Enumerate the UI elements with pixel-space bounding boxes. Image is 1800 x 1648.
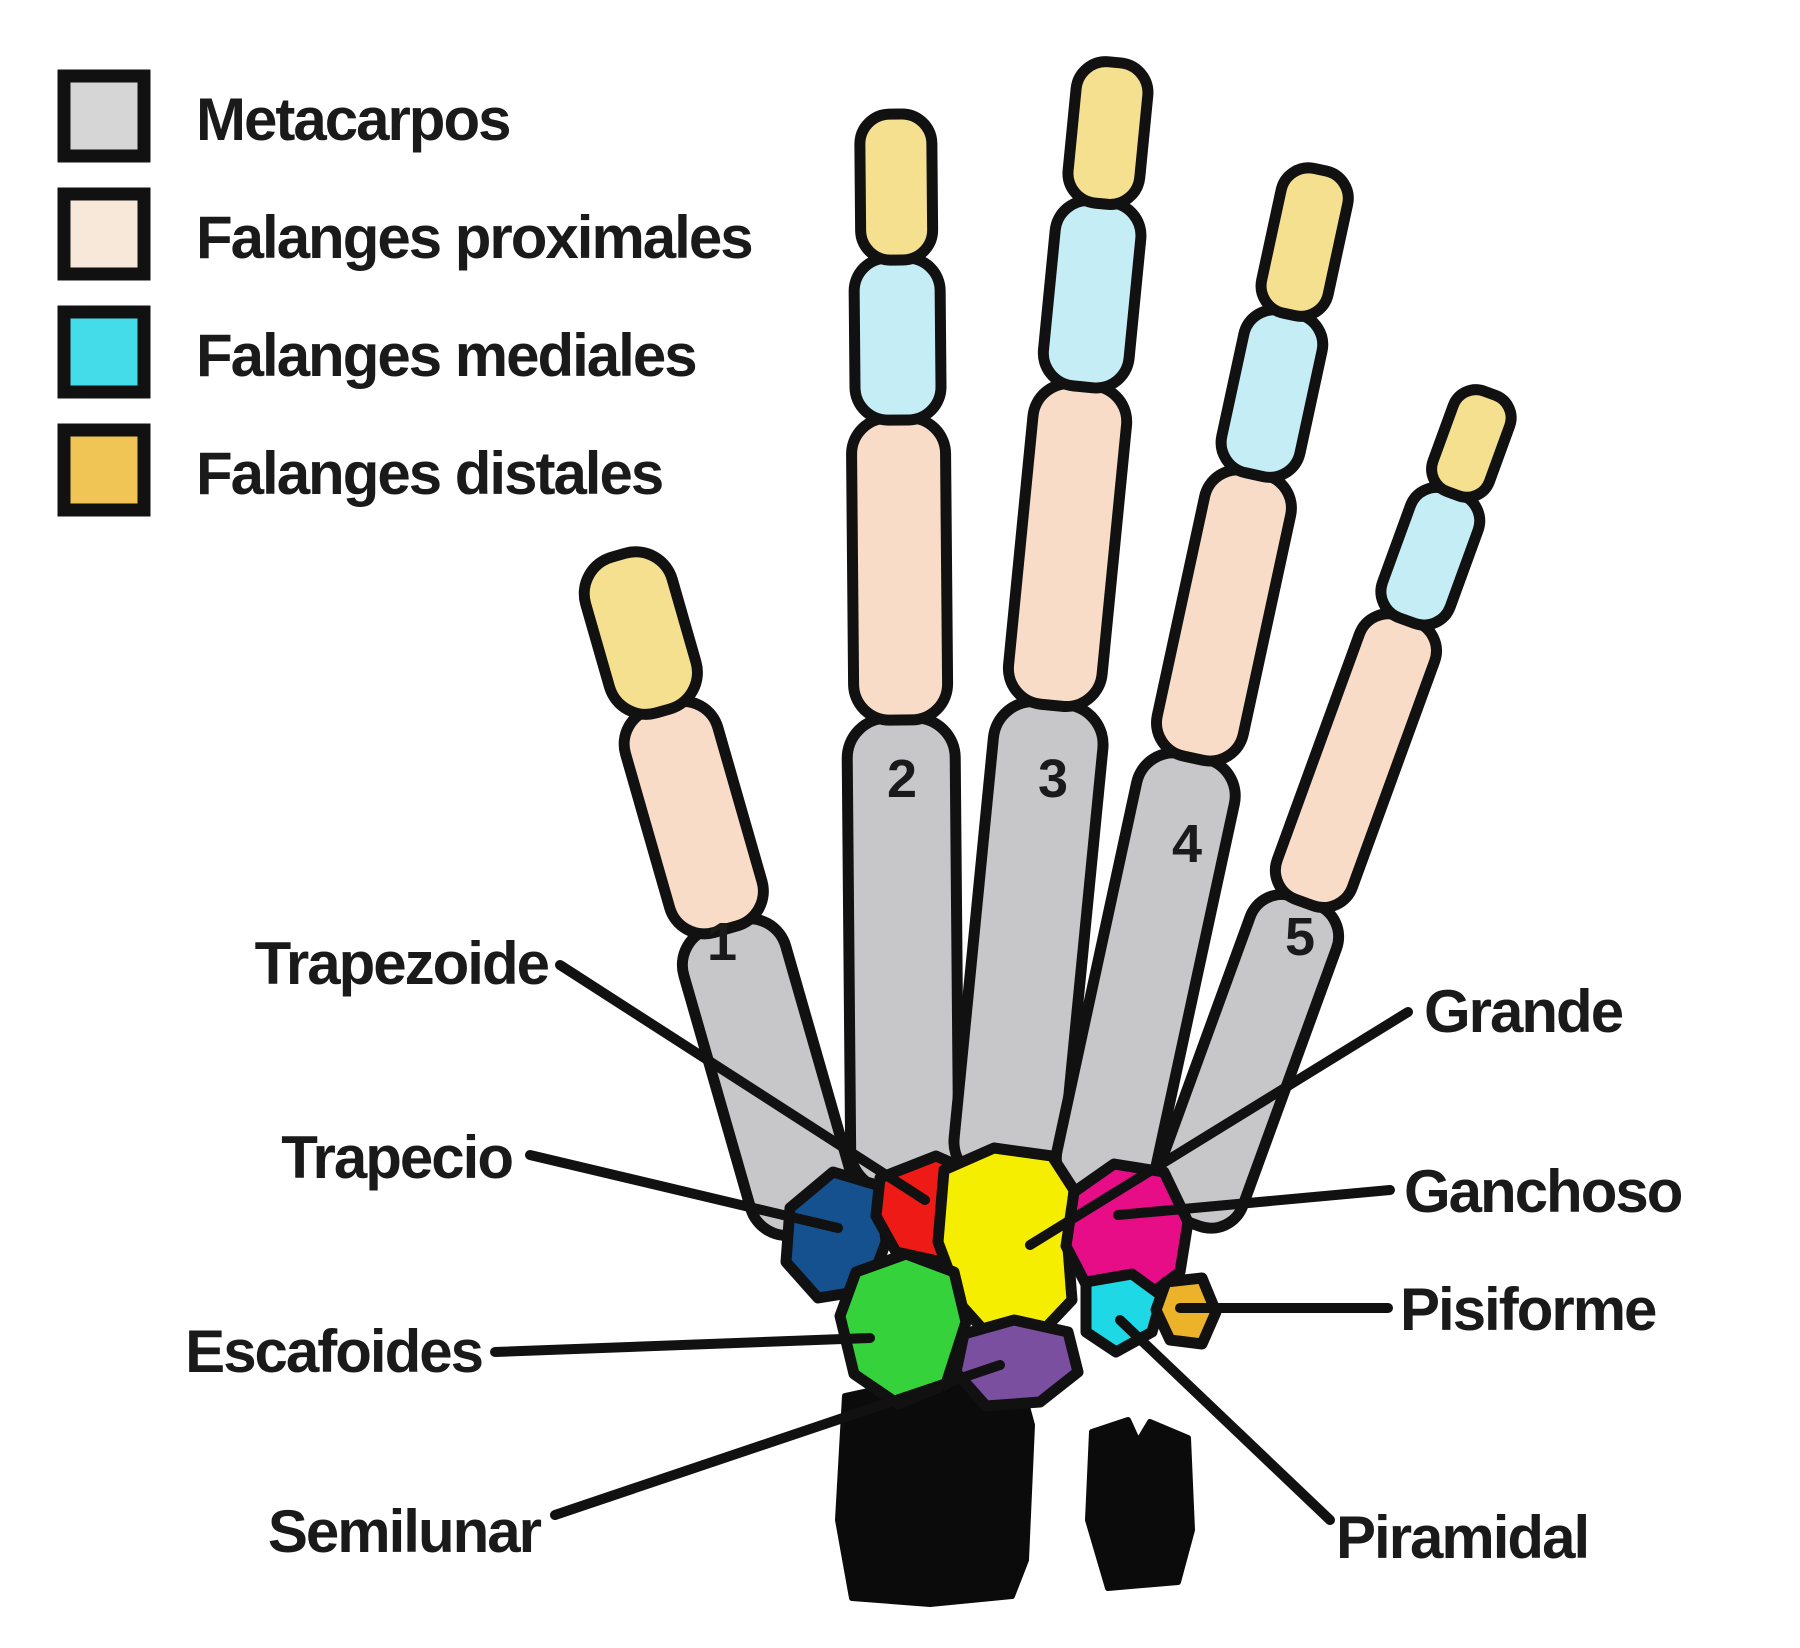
legend-label-falanges-mediales: Falanges mediales <box>196 322 696 389</box>
digit-1-thumb <box>578 546 860 1242</box>
label-grande: Grande <box>1424 978 1623 1045</box>
distal-phalanx-5-bone <box>1426 384 1517 503</box>
distal-phalanx-3-bone <box>1062 56 1154 210</box>
metacarpal-number-3: 3 <box>1038 749 1068 809</box>
legend: Metacarpos Falanges proximales Falanges … <box>57 69 754 517</box>
proximal-phalanx-1-bone <box>618 695 769 940</box>
radius-bone-silhouette <box>835 1379 1035 1607</box>
medial-phalanx-3-bone <box>1037 195 1147 394</box>
legend-label-falanges-distales: Falanges distales <box>196 440 662 507</box>
trapecio-leader-line <box>525 1150 843 1233</box>
ulna-bone-silhouette <box>1085 1417 1195 1591</box>
digit-3-middle <box>948 56 1154 1191</box>
proximal-phalanx-5-bone <box>1269 608 1442 913</box>
distal-phalanx-4-bone <box>1255 162 1354 322</box>
label-semilunar: Semilunar <box>268 1498 542 1565</box>
label-ganchoso: Ganchoso <box>1404 1158 1682 1225</box>
carpal-labels: Trapezoide Trapecio Escafoides Semilunar… <box>185 930 1684 1571</box>
distal-phalanx-1-bone <box>578 546 703 720</box>
grande-leader-line <box>1025 1007 1413 1250</box>
metacarpal-number-5: 5 <box>1285 907 1315 967</box>
metacarpal-number-2: 2 <box>887 749 917 809</box>
legend-swatch-falanges-distales <box>57 423 151 517</box>
label-pisiforme: Pisiforme <box>1400 1276 1656 1343</box>
metacarpal-number-4: 4 <box>1172 814 1202 874</box>
metacarpal-numbers: 1 2 3 4 5 <box>707 749 1315 972</box>
ganchoso-leader-line <box>1113 1185 1395 1220</box>
escafoides-leader-line <box>490 1333 875 1357</box>
distal-phalanx-2-bone <box>854 108 939 266</box>
label-trapecio: Trapecio <box>281 1124 512 1191</box>
legend-label-metacarpos: Metacarpos <box>196 86 509 153</box>
piramidal-leader-line <box>1115 1315 1335 1525</box>
digit-2-index <box>841 108 965 1196</box>
metacarpal-number-1: 1 <box>707 912 737 972</box>
label-piramidal: Piramidal <box>1336 1504 1588 1571</box>
label-trapezoide: Trapezoide <box>255 930 549 997</box>
piramidal-bone <box>1080 1268 1168 1358</box>
legend-swatch-falanges-proximales <box>57 187 151 281</box>
medial-phalanx-4-bone <box>1215 304 1329 483</box>
proximal-phalanx-4-bone <box>1151 464 1297 767</box>
semilunar-bone <box>950 1314 1084 1412</box>
legend-swatch-falanges-mediales <box>57 305 151 399</box>
legend-label-falanges-proximales: Falanges proximales <box>196 204 752 271</box>
semilunar-leader-line <box>550 1360 1005 1520</box>
legend-swatch-metacarpos <box>57 69 151 163</box>
digit-4-ring <box>1050 162 1354 1207</box>
medial-phalanx-2-bone <box>848 252 947 426</box>
label-escafoides: Escafoides <box>185 1318 482 1385</box>
trapezoide-leader-line <box>555 960 930 1205</box>
carpal-bones <box>780 1142 1222 1412</box>
proximal-phalanx-3-bone <box>1002 378 1133 713</box>
forearm-bones <box>835 1379 1195 1607</box>
proximal-phalanx-2-bone <box>846 412 954 726</box>
leader-lines <box>490 960 1413 1525</box>
